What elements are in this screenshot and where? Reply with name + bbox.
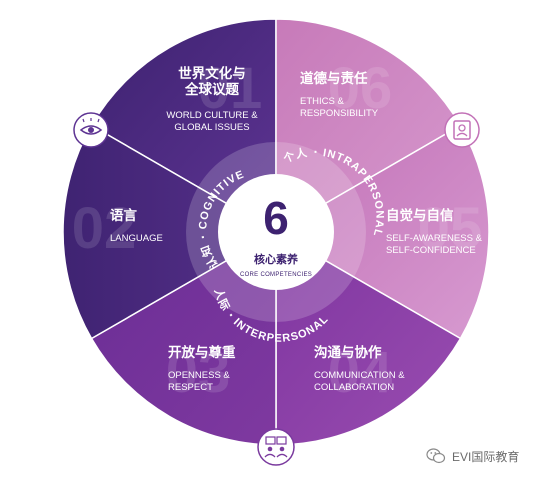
- center-number: 6: [263, 192, 289, 244]
- sector-number-communication: 04: [328, 340, 393, 405]
- sector-title-en-language: LANGUAGE: [110, 233, 163, 244]
- sector-number-self: 05: [418, 196, 483, 261]
- sector-title-en-openness: OPENNESS &: [168, 370, 230, 381]
- id-card-icon: [444, 112, 480, 148]
- sector-title-cn-openness: 开放与尊重: [168, 344, 236, 361]
- sector-ethics: [275, 18, 462, 234]
- sector-title-en-self: SELF-AWARENESS &: [386, 233, 483, 244]
- sector-communication: [275, 230, 462, 446]
- sector-title-en-openness: RESPECT: [168, 382, 213, 393]
- watermark: EVI国际教育: [426, 446, 519, 466]
- sector-title-cn-communication: 沟通与协作: [314, 344, 382, 361]
- sector-number-language: 02: [72, 196, 137, 261]
- wechat-icon: [426, 448, 446, 464]
- sector-global: [90, 18, 277, 234]
- sector-title-en-global: WORLD CULTURE &: [166, 110, 258, 121]
- eye-icon: [73, 112, 109, 148]
- center-title-en: CORE COMPETENCIES: [240, 272, 312, 278]
- sector-openness: [90, 230, 277, 446]
- sector-title-en-ethics: ETHICS &: [300, 96, 344, 107]
- center-disc: [218, 174, 334, 290]
- sector-title-cn-ethics: 道德与责任: [300, 70, 368, 87]
- watermark-text: EVI国际教育: [452, 449, 520, 464]
- sector-title-cn-global: 世界文化与: [178, 65, 246, 82]
- sector-title-en-communication: COLLABORATION: [314, 382, 394, 393]
- sector-title-en-ethics: RESPONSIBILITY: [300, 108, 379, 119]
- sector-title-en-communication: COMMUNICATION &: [314, 370, 405, 381]
- sector-number-openness: 03: [166, 340, 231, 405]
- sector-title-cn-global: 全球议题: [184, 81, 239, 98]
- sector-title-cn-language: 语言: [110, 207, 137, 224]
- center-title-cn: 核心素养: [254, 252, 299, 266]
- sector-title-en-global: GLOBAL ISSUES: [174, 122, 249, 133]
- sector-title-en-self: SELF-CONFIDENCE: [386, 245, 476, 256]
- sector-title-cn-self: 自觉与自信: [386, 207, 454, 224]
- sector-number-ethics: 06: [328, 56, 393, 121]
- group-icon: [257, 428, 295, 466]
- sector-number-global: 01: [198, 56, 263, 121]
